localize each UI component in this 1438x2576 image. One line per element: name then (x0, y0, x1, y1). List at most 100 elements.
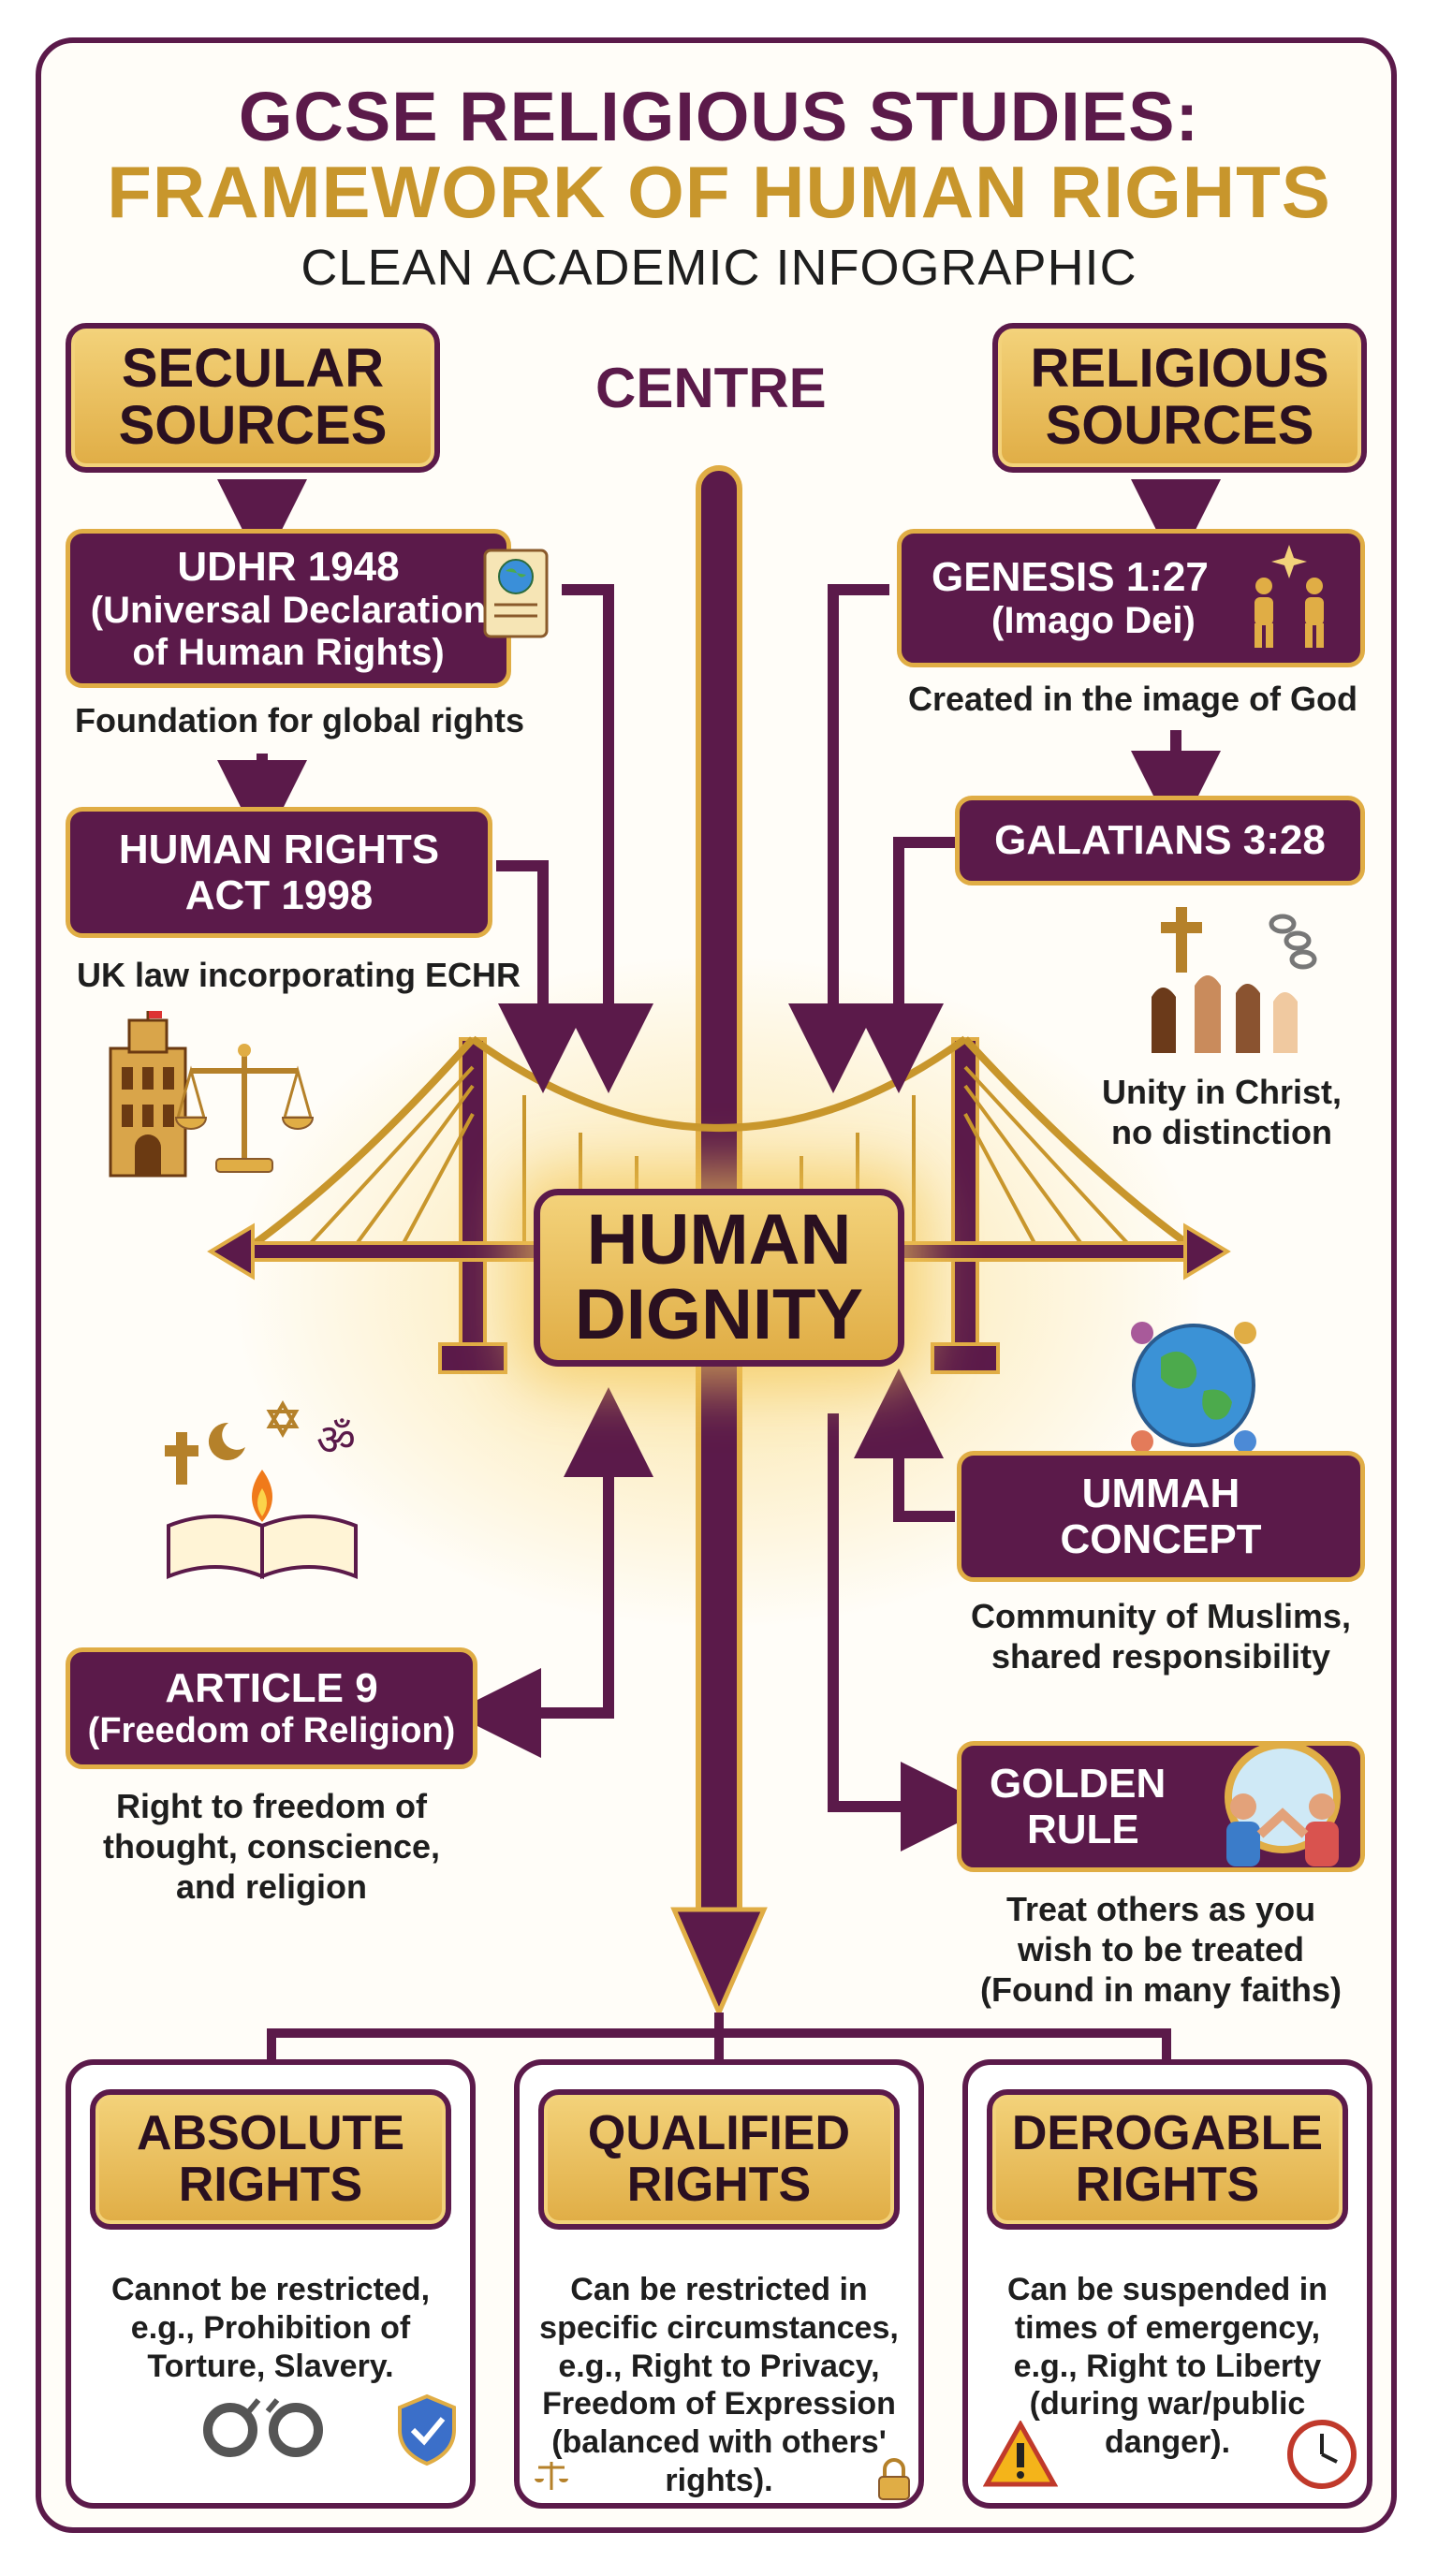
absolute-line-3: Torture, Slavery. (147, 2348, 394, 2384)
article9-caption-1: Right to freedom of (116, 1787, 427, 1825)
globe-people-icon (1131, 1322, 1256, 1453)
udhr-caption: Foundation for global rights (75, 701, 524, 739)
cross-hands-chain-icon (1152, 907, 1317, 1053)
centre-label: CENTRE (595, 357, 827, 419)
article9-title: ARTICLE 9 (165, 1665, 378, 1712)
galatians-title: GALATIANS 3:28 (994, 817, 1326, 864)
clock-icon (1287, 2420, 1357, 2489)
article9-caption: Right to freedom of thought, conscience,… (66, 1786, 477, 1908)
scales-icon (174, 1044, 315, 1173)
galatians-caption: Unity in Christ, no distinction (1067, 1072, 1376, 1152)
qualified-line-5: (balanced with others' (551, 2424, 887, 2461)
qualified-line-2: specific circumstances, (539, 2309, 899, 2346)
genesis-caption: Created in the image of God (907, 680, 1358, 718)
qualified-line-4: Freedom of Expression (542, 2386, 896, 2422)
article9-caption-2: thought, conscience, (102, 1827, 441, 1866)
derogable-title-2: RIGHTS (1075, 2158, 1260, 2212)
qualified-title-2: RIGHTS (626, 2158, 812, 2212)
qualified-line-6: rights). (665, 2462, 773, 2498)
udhr-box: UDHR 1948 (Universal Declaration of Huma… (66, 529, 511, 688)
arrow-udhr-to-centre (562, 584, 653, 1093)
hra-line1: HUMAN RIGHTS (118, 826, 440, 872)
article9-box: ARTICLE 9 (Freedom of Religion) (66, 1647, 477, 1769)
mirror-people-icon (1225, 1741, 1341, 1866)
ummah-caption-1: Community of Muslims, (970, 1597, 1352, 1635)
ummah-line2: CONCEPT (1060, 1516, 1262, 1562)
absolute-title-1: ABSOLUTE (137, 2106, 404, 2161)
galatians-caption-2: no distinction (1111, 1113, 1332, 1152)
golden-rule-caption-3: (Found in many faiths) (980, 1970, 1342, 2010)
padlock-icon (878, 2458, 910, 2500)
derogable-title-1: DEROGABLE (1011, 2106, 1324, 2161)
golden-rule-caption: Treat others as you wish to be treated (… (946, 1889, 1376, 2011)
religious-heading-line1: RELIGIOUS (1030, 338, 1329, 400)
secular-heading-line2: SOURCES (118, 395, 388, 456)
arrow-centre-to-golden-rule (828, 1413, 990, 1852)
religious-heading-line2: SOURCES (1045, 395, 1314, 456)
arrow-genesis-to-centre (788, 584, 889, 1093)
genesis-title: GENESIS 1:27 (932, 553, 1209, 600)
arrow-galatians-to-centre (854, 837, 955, 1093)
article9-caption-3: and religion (175, 1867, 367, 1907)
derogable-rights-text: Can be suspended in times of emergency, … (977, 2271, 1357, 2462)
golden-rule-caption-2: wish to be treated (1017, 1930, 1305, 1969)
udhr-sub2: of Human Rights) (132, 631, 445, 673)
qualified-line-1: Can be restricted in (570, 2272, 868, 2307)
absolute-line-1: Cannot be restricted, (110, 2272, 431, 2307)
genesis-box: GENESIS 1:27 (Imago Dei) (897, 529, 1365, 667)
hra-box: HUMAN RIGHTS ACT 1998 (66, 807, 492, 938)
absolute-rights-text: Cannot be restricted, e.g., Prohibition … (81, 2271, 461, 2385)
arrow-hra-to-centre (496, 860, 588, 1093)
hra-caption: UK law incorporating ECHR (77, 956, 521, 994)
golden-rule-caption-1: Treat others as you (1005, 1890, 1316, 1928)
rights-connector (267, 2012, 1171, 2059)
article9-sub: (Freedom of Religion) (87, 1711, 456, 1751)
ummah-caption-2: shared responsibility (990, 1637, 1331, 1676)
secular-heading-line1: SECULAR (121, 338, 385, 400)
warning-icon (983, 2421, 1058, 2487)
human-dignity-line2: DIGNITY (574, 1275, 864, 1354)
qualified-line-3: e.g., Right to Privacy, (558, 2348, 880, 2384)
udhr-title: UDHR 1948 (177, 543, 400, 590)
absolute-line-2: e.g., Prohibition of (130, 2309, 411, 2346)
subtitle: CLEAN ACADEMIC INFOGRAPHIC (301, 240, 1137, 296)
derogable-line-5: danger). (1104, 2424, 1231, 2461)
spine-arrowhead (670, 1907, 768, 2019)
ummah-caption: Community of Muslims, shared responsibil… (946, 1596, 1376, 1676)
scroll-globe-icon (483, 549, 549, 638)
faith-symbols-book-icon: ॐ (165, 1400, 358, 1579)
human-dignity-line1: HUMAN (586, 1200, 852, 1281)
golden-rule-line1: GOLDEN (990, 1760, 1167, 1807)
arrow-ummah-to-centre (854, 1368, 955, 1522)
golden-rule-line2: RULE (1027, 1807, 1139, 1852)
handcuffs-icon (203, 2398, 323, 2457)
absolute-title-2: RIGHTS (178, 2158, 363, 2212)
ummah-line1: UMMAH (1081, 1470, 1240, 1516)
ummah-box: UMMAH CONCEPT (957, 1451, 1365, 1582)
people-glow-icon (1255, 545, 1324, 648)
galatians-caption-1: Unity in Christ, (1101, 1073, 1342, 1111)
title-line-2: FRAMEWORK OF HUMAN RIGHTS (107, 151, 1331, 233)
derogable-line-3: e.g., Right to Liberty (1013, 2348, 1322, 2384)
svg-text:ॐ: ॐ (316, 1414, 356, 1465)
qualified-title-1: QUALIFIED (587, 2106, 851, 2161)
derogable-line-2: times of emergency, (1014, 2309, 1321, 2346)
parliament-icon (109, 1011, 187, 1178)
derogable-line-1: Can be suspended in (1007, 2272, 1328, 2307)
hra-line2: ACT 1998 (184, 872, 374, 918)
small-scales-icon (535, 2462, 568, 2490)
galatians-box: GALATIANS 3:28 (955, 796, 1365, 886)
genesis-sub: (Imago Dei) (991, 600, 1196, 642)
title-line-1: GCSE RELIGIOUS STUDIES: (238, 78, 1200, 155)
shield-check-icon (398, 2393, 456, 2466)
